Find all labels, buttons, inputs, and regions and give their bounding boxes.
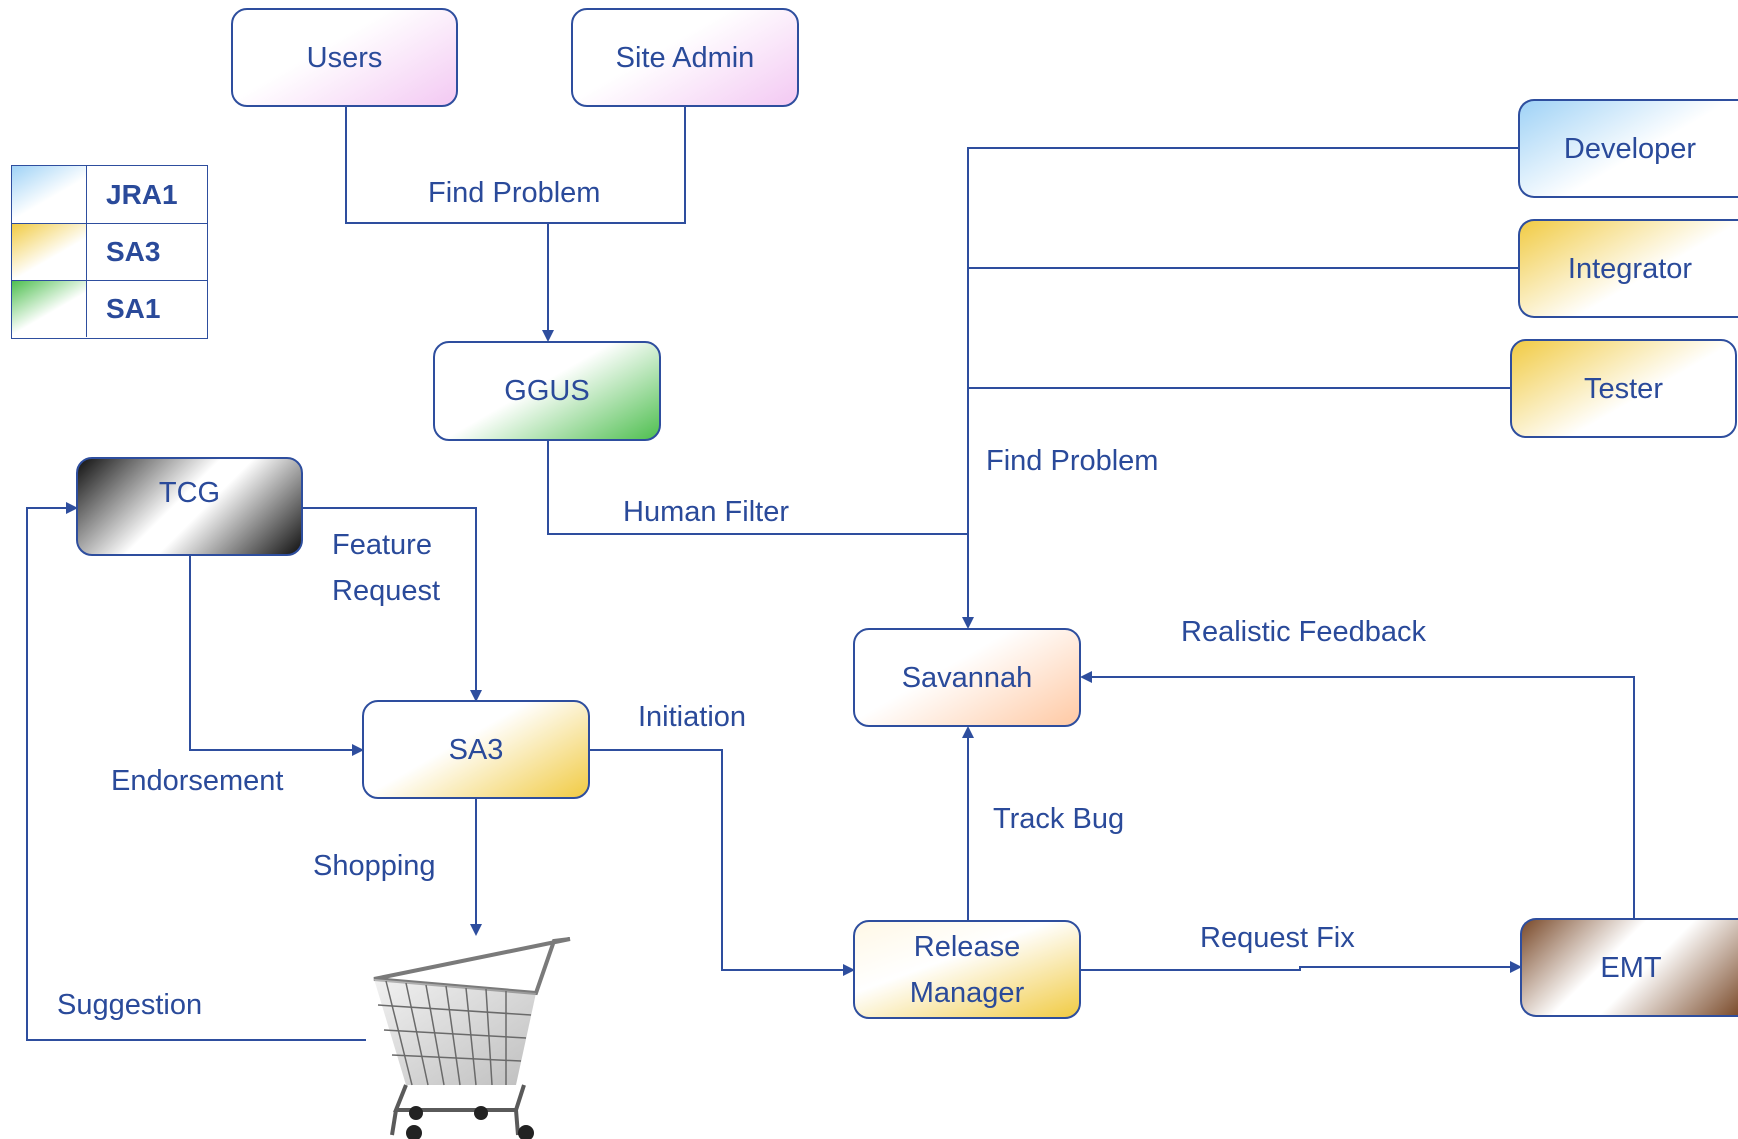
legend: JRA1 SA3 SA1 xyxy=(11,165,208,339)
node-integrator[interactable]: Integrator xyxy=(1518,219,1738,318)
label-feature-request: Feature Request xyxy=(332,529,441,607)
node-emt[interactable]: EMT xyxy=(1520,918,1738,1017)
label-initiation: Initiation xyxy=(638,701,747,733)
label-human-filter: Human Filter xyxy=(623,496,789,528)
node-tcg-label: TCG xyxy=(158,476,221,509)
label-suggestion: Suggestion xyxy=(57,989,203,1021)
node-integrator-label: Integrator xyxy=(1567,252,1693,285)
legend-swatch-sa1 xyxy=(12,281,87,337)
shopping-cart-icon xyxy=(373,937,571,1139)
label-shopping: Shopping xyxy=(313,850,436,882)
node-sa3-label: SA3 xyxy=(448,733,504,766)
legend-swatch-jra1 xyxy=(12,166,87,223)
node-tcg[interactable]: TCG xyxy=(76,457,303,556)
node-sa3[interactable]: SA3 xyxy=(362,700,590,799)
node-savannah-label: Savannah xyxy=(901,661,1033,694)
node-tester-label: Tester xyxy=(1584,372,1663,405)
legend-row-sa3: SA3 xyxy=(12,223,207,280)
node-users-label: Users xyxy=(306,41,383,74)
node-ggus-label: GGUS xyxy=(504,375,590,407)
edge-users-find-problem xyxy=(345,106,686,224)
legend-label-jra1: JRA1 xyxy=(106,178,178,210)
node-site-admin-label: Site Admin xyxy=(615,41,755,74)
edge-realistic-feedback xyxy=(1080,671,1635,918)
node-developer[interactable]: Developer xyxy=(1518,99,1738,198)
legend-swatch-sa3 xyxy=(12,224,87,280)
edge-request-fix xyxy=(1080,961,1522,973)
node-site-admin[interactable]: Site Admin xyxy=(571,8,799,107)
label-request-fix: Request Fix xyxy=(1200,922,1355,954)
edge-initiation xyxy=(590,749,855,976)
label-find-problem-devs: Find Problem xyxy=(986,445,1159,477)
node-savannah[interactable]: Savannah xyxy=(853,628,1081,727)
legend-label-sa3: SA3 xyxy=(106,236,161,267)
label-track-bug: Track Bug xyxy=(993,803,1125,835)
edge-developer xyxy=(962,147,1518,629)
edge-ggus-human-filter xyxy=(547,440,968,535)
node-tester[interactable]: Tester xyxy=(1510,339,1737,438)
node-emt-label: EMT xyxy=(1600,951,1662,984)
node-release-manager-label: Release Manager xyxy=(909,930,1025,1009)
node-ggus[interactable]: GGUS xyxy=(433,341,661,441)
label-endorsement: Endorsement xyxy=(111,765,284,797)
edge-feature-request xyxy=(303,507,482,702)
node-developer-label: Developer xyxy=(1563,132,1697,165)
edge-suggestion xyxy=(26,502,366,1041)
legend-label-sa1: SA1 xyxy=(106,293,161,324)
edge-endorsement xyxy=(189,556,364,756)
label-realistic-feedback: Realistic Feedback xyxy=(1181,616,1426,648)
label-find-problem-users: Find Problem xyxy=(428,177,601,209)
legend-row-jra1: JRA1 xyxy=(12,166,207,223)
node-release-manager[interactable]: Release Manager xyxy=(853,920,1081,1019)
node-users[interactable]: Users xyxy=(231,8,458,107)
legend-row-sa1: SA1 xyxy=(12,280,207,337)
